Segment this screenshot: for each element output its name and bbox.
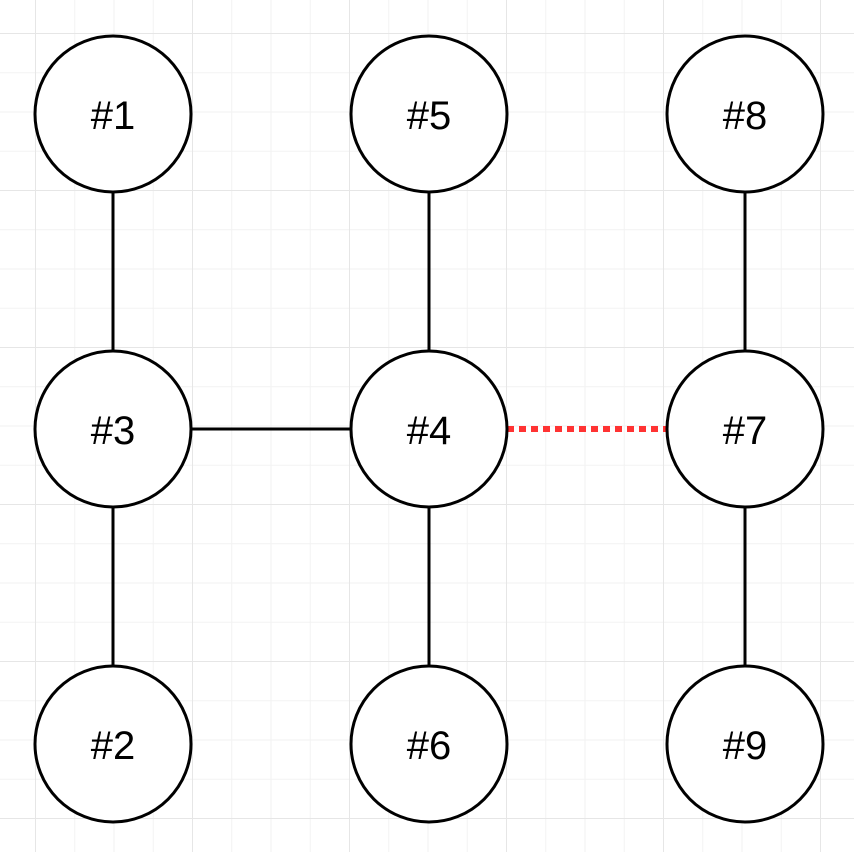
- node-circle: [349, 349, 509, 509]
- node-circle: [665, 34, 825, 194]
- node-circle: [349, 664, 509, 824]
- node-label: #5: [407, 94, 452, 138]
- node-label: #3: [91, 409, 136, 453]
- node-label: #8: [723, 94, 768, 138]
- node-n5[interactable]: #5: [349, 34, 509, 194]
- node-label: #7: [723, 409, 768, 453]
- node-n6[interactable]: #6: [349, 664, 509, 824]
- node-n3[interactable]: #3: [33, 349, 193, 509]
- node-label: #2: [91, 724, 136, 768]
- node-n1[interactable]: #1: [33, 34, 193, 194]
- node-label: #9: [723, 724, 768, 768]
- node-circle: [33, 34, 193, 194]
- node-label: #1: [91, 94, 136, 138]
- node-n4[interactable]: #4: [349, 349, 509, 509]
- node-n7[interactable]: #7: [665, 349, 825, 509]
- node-circle: [33, 664, 193, 824]
- node-circle: [665, 349, 825, 509]
- node-n2[interactable]: #2: [33, 664, 193, 824]
- edges-layer: [111, 192, 747, 666]
- node-label: #4: [407, 409, 452, 453]
- node-circle: [33, 349, 193, 509]
- node-label: #6: [407, 724, 452, 768]
- node-n9[interactable]: #9: [665, 664, 825, 824]
- nodes-layer: #1 #2 #3 #4 #5 #6 #7 #8 #9: [33, 34, 825, 824]
- node-n8[interactable]: #8: [665, 34, 825, 194]
- node-circle: [349, 34, 509, 194]
- node-circle: [665, 664, 825, 824]
